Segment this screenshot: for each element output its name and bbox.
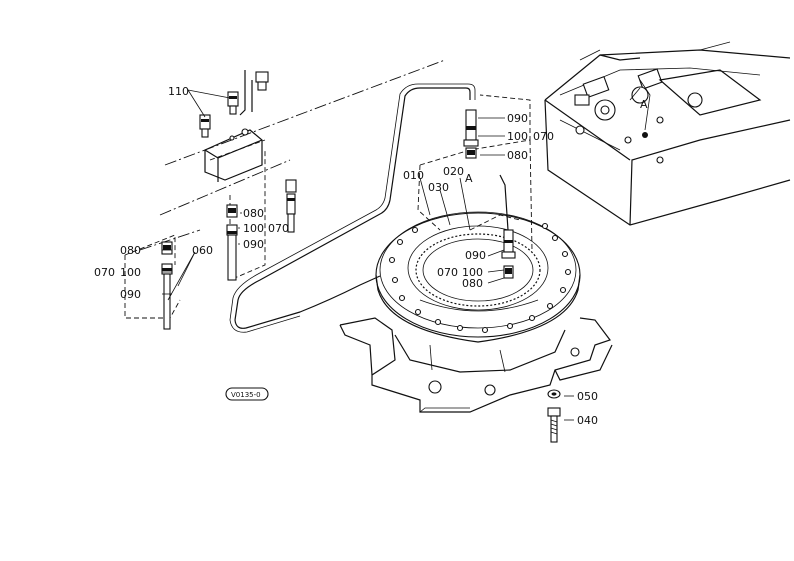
label-090-top: 090: [507, 112, 528, 125]
upper-frame: [544, 41, 791, 226]
label-080-ring: 080: [462, 277, 483, 290]
figure-code: V0135-0: [231, 391, 261, 399]
figure-code-badge: V0135-0: [225, 387, 269, 401]
fittings: [161, 71, 561, 443]
grease-lines: [229, 83, 509, 333]
label-080-top: 080: [507, 149, 528, 162]
label-080-left: 080: [120, 244, 141, 257]
label-100-mid: 100: [243, 222, 264, 235]
label-100-top: 100: [507, 130, 528, 143]
label-020: 020: [443, 165, 464, 178]
label-070-ring: 070: [437, 266, 458, 279]
label-080-mid: 080: [243, 207, 264, 220]
label-100-left: 100: [120, 266, 141, 279]
label-a-right: A: [640, 98, 648, 111]
slewing-ring: [375, 211, 581, 343]
part-labels: 110 090 100 070 080 010 030 020 A A 080 …: [94, 85, 648, 427]
reference-lines: [124, 59, 533, 319]
label-a-top: A: [465, 172, 473, 185]
label-060: 060: [192, 244, 213, 257]
label-090-left: 090: [120, 288, 141, 301]
label-050: 050: [577, 390, 598, 403]
label-110: 110: [168, 85, 189, 98]
label-090-ring: 090: [465, 249, 486, 262]
label-030: 030: [428, 181, 449, 194]
label-070-left: 070: [94, 266, 115, 279]
label-090-mid: 090: [243, 238, 264, 251]
label-010: 010: [403, 169, 424, 182]
label-070-top: 070: [533, 130, 554, 143]
label-100-ring: 100: [462, 266, 483, 279]
base-frame: [339, 317, 613, 413]
leader-lines: [162, 87, 641, 421]
bolt-holes: [388, 222, 572, 334]
label-040: 040: [577, 414, 598, 427]
manifold-block: [204, 70, 263, 182]
label-070-mid: 070: [268, 222, 289, 235]
